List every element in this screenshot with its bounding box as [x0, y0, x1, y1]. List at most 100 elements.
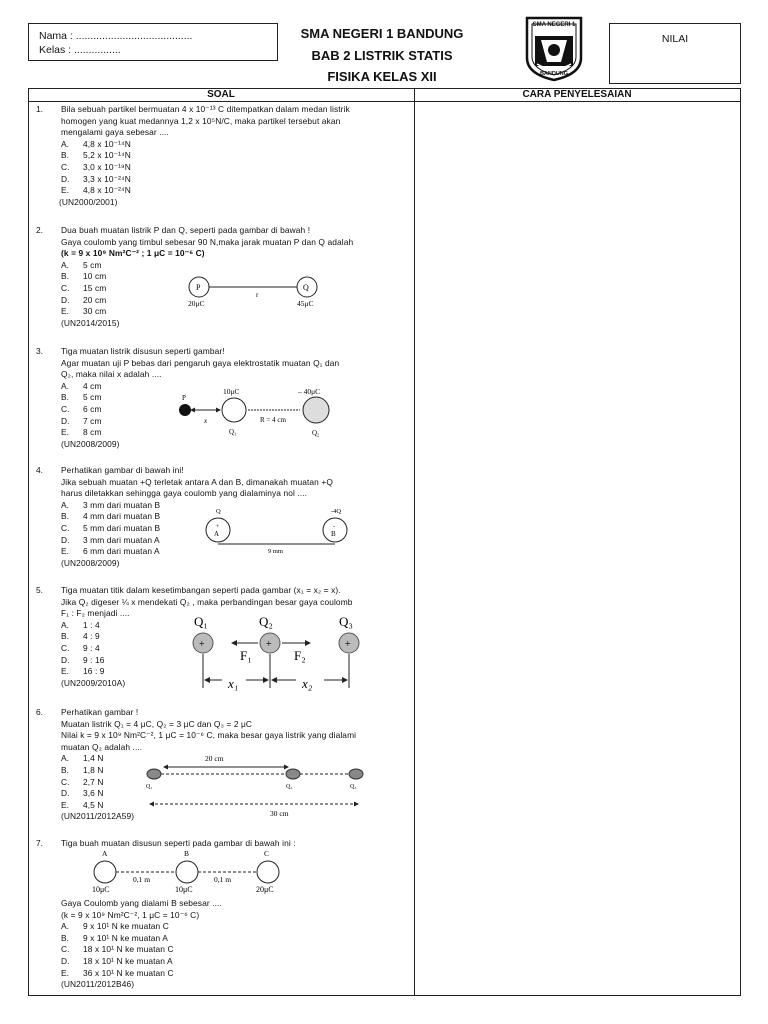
q2-label-q: Q: [303, 283, 309, 292]
q4-number: 4.: [36, 465, 43, 475]
question-5: Tiga muatan titik dalam kesetimbangan se…: [61, 585, 411, 689]
q7-option-e[interactable]: E.36 x 10¹ N ke muatan C: [61, 967, 174, 978]
q2-option-c[interactable]: C.15 cm: [61, 282, 107, 293]
question-2: Dua buah muatan listrik P dan Q, seperti…: [61, 225, 411, 329]
q2-line: Gaya coulomb yang timbul sebesar 90 N,ma…: [61, 236, 354, 247]
school-name: SMA NEGERI 1 BANDUNG: [300, 26, 464, 41]
nilai-label: NILAI: [661, 33, 689, 45]
q4-option-a[interactable]: A.3 mm dari muatan B: [61, 499, 161, 510]
q3-option-c[interactable]: C.6 cm: [61, 403, 102, 414]
q5-option-c[interactable]: C.9 : 4: [61, 642, 100, 653]
q5-label-q2: Q₂: [259, 614, 273, 629]
svg-text:+: +: [199, 639, 205, 650]
nama-field[interactable]: Nama : .................................…: [39, 30, 193, 42]
q6-line: Perhatikan gambar !: [61, 707, 139, 717]
q2-line: (k = 9 x 10⁹ Nm²C⁻² ; 1 μC = 10⁻⁶ C): [61, 248, 205, 259]
q7-source: (UN2011/2012B46): [61, 979, 135, 990]
q4-source: (UN2008/2009): [61, 557, 120, 568]
q2-option-e[interactable]: E.30 cm: [61, 306, 107, 317]
student-info-box: Nama : .................................…: [28, 23, 278, 61]
q6-q1: Q₁: [146, 784, 152, 790]
q7-charge-b: 10μC: [175, 885, 193, 894]
q3-source: (UN2008/2009): [61, 438, 120, 449]
q4-charge-a: Q: [216, 508, 221, 515]
q6-option-c[interactable]: C.2,7 N: [61, 776, 104, 787]
q5-line: Tiga muatan titik dalam kesetimbangan se…: [61, 585, 341, 595]
q2-label-r: r: [256, 291, 259, 299]
q2-option-a[interactable]: A.5 cm: [61, 259, 102, 270]
q7-option-a[interactable]: A.9 x 10¹ N ke muatan C: [61, 921, 169, 932]
q4-distance: 9 mm: [268, 548, 283, 555]
question-table: [28, 88, 741, 996]
q3-label-x: x: [203, 417, 208, 425]
q1-option-b[interactable]: B.5,2 x 10⁻¹⁴N: [61, 150, 131, 161]
q5-label-x1: x₁: [227, 676, 238, 691]
q2-label-p: P: [196, 283, 201, 292]
q4-figure: Q -4Q + - A B 9 mm: [205, 508, 348, 555]
q3-option-e[interactable]: E.8 cm: [61, 427, 102, 438]
q3-line: Q₂, maka nilai x adalah ....: [61, 369, 162, 380]
q1-option-e[interactable]: E.4,8 x 10⁻²⁴N: [61, 185, 131, 196]
q7-option-c[interactable]: C.18 x 10¹ N ke muatan C: [61, 944, 174, 955]
q1-option-c[interactable]: C.3,0 x 10⁻¹⁹N: [61, 161, 131, 172]
q7-option-b[interactable]: B.9 x 10¹ N ke muatan A: [61, 932, 168, 943]
q6-option-a[interactable]: A.1,4 N: [61, 753, 104, 764]
svg-text:+: +: [216, 524, 220, 530]
q2-charge-q: 45μC: [297, 299, 314, 308]
q6-option-e[interactable]: E.4,5 N: [61, 799, 104, 810]
q4-option-c[interactable]: C.5 mm dari muatan B: [61, 522, 161, 533]
q5-number: 5.: [36, 585, 43, 595]
question-3: Tiga muatan listrik disusun seperti gamb…: [61, 346, 411, 450]
q5-label-f2: F₂: [294, 648, 306, 663]
q7-d1: 0,1 m: [133, 875, 150, 884]
q2-option-b[interactable]: B.10 cm: [61, 271, 107, 282]
q6-d1: 20 cm: [205, 754, 224, 763]
chapter-title: BAB 2 LISTRIK STATIS: [311, 48, 453, 63]
q3-option-d[interactable]: D.7 cm: [61, 415, 102, 426]
q3-q2-value: – 40μC: [297, 387, 320, 396]
q5-label-f1: F₁: [240, 648, 252, 663]
q5-option-e[interactable]: E.16 : 9: [61, 666, 105, 677]
q7-line: Tiga buah muatan disusun seperti pada ga…: [61, 838, 296, 848]
q1-option-d[interactable]: D.3,3 x 10⁻²⁴N: [61, 173, 131, 184]
col-cara-penyelesaian: CARA PENYELESAIAN: [522, 89, 632, 100]
q4-option-b[interactable]: B.4 mm dari muatan B: [61, 511, 161, 522]
q5-option-b[interactable]: B.4 : 9: [61, 631, 100, 642]
q5-option-d[interactable]: D.9 : 16: [61, 654, 105, 665]
logo-text-bottom: BANDUNG: [539, 71, 569, 77]
answer-area[interactable]: [416, 103, 738, 993]
q1-line: Bila sebuah partikel bermuatan 4 x 10⁻¹³…: [61, 104, 350, 114]
col-soal: SOAL: [207, 89, 235, 100]
q1-line: mengalami gaya sebesar ....: [61, 127, 169, 138]
q6-option-d[interactable]: D.3,6 N: [61, 788, 104, 799]
q3-number: 3.: [36, 346, 43, 356]
q5-option-a[interactable]: A.1 : 4: [61, 619, 100, 630]
question-6: Perhatikan gambar ! Muatan listrik Q₁ = …: [61, 707, 411, 823]
q3-figure: P x 10μC R = 4 cm – 40μC Q₁ Q₂: [179, 387, 330, 437]
kelas-field[interactable]: Kelas : ................: [39, 44, 121, 56]
q4-option-e[interactable]: E.6 mm dari muatan A: [61, 546, 160, 557]
q3-option-a[interactable]: A.4 cm: [61, 380, 102, 391]
q4-label-b: B: [331, 530, 336, 538]
q6-d2: 30 cm: [270, 809, 289, 818]
q2-option-d[interactable]: D.20 cm: [61, 294, 107, 305]
q3-line: Agar muatan uji P bebas dari pengaruh ga…: [61, 357, 340, 368]
q4-label-a: A: [214, 530, 219, 538]
q7-label-b: B: [184, 849, 189, 858]
q7-option-d[interactable]: D.18 x 10¹ N ke muatan A: [61, 955, 173, 966]
q7-label-a: A: [102, 849, 108, 858]
question-1: Bila sebuah partikel bermuatan 4 x 10⁻¹³…: [59, 104, 411, 208]
q7-figure: A B C 0,1 m 0,1 m 10μC 10μC 20μC: [92, 849, 280, 894]
nilai-box: NILAI: [609, 23, 741, 84]
q2-figure: P Q r 20μC 45μC: [188, 276, 318, 308]
q3-option-b[interactable]: B.5 cm: [61, 392, 102, 403]
q6-option-b[interactable]: B.1,8 N: [61, 764, 104, 775]
q1-line: homogen yang kuat medannya 1,2 x 10⁵N/C,…: [61, 115, 341, 126]
q5-figure: Q₁ Q₂ Q₃ +++ F₁ F₂ x₁ x₂: [192, 614, 360, 691]
q5-label-q1: Q₁: [194, 614, 208, 629]
q1-option-a[interactable]: A.4,8 x 10⁻¹⁴N: [61, 138, 131, 149]
q5-line: F₁ : F₂ menjadi ....: [61, 608, 130, 619]
q5-source: (UN2009/2010A): [61, 677, 126, 688]
q4-option-d[interactable]: D.3 mm dari muatan A: [61, 534, 160, 545]
q7-d2: 0,1 m: [214, 875, 231, 884]
